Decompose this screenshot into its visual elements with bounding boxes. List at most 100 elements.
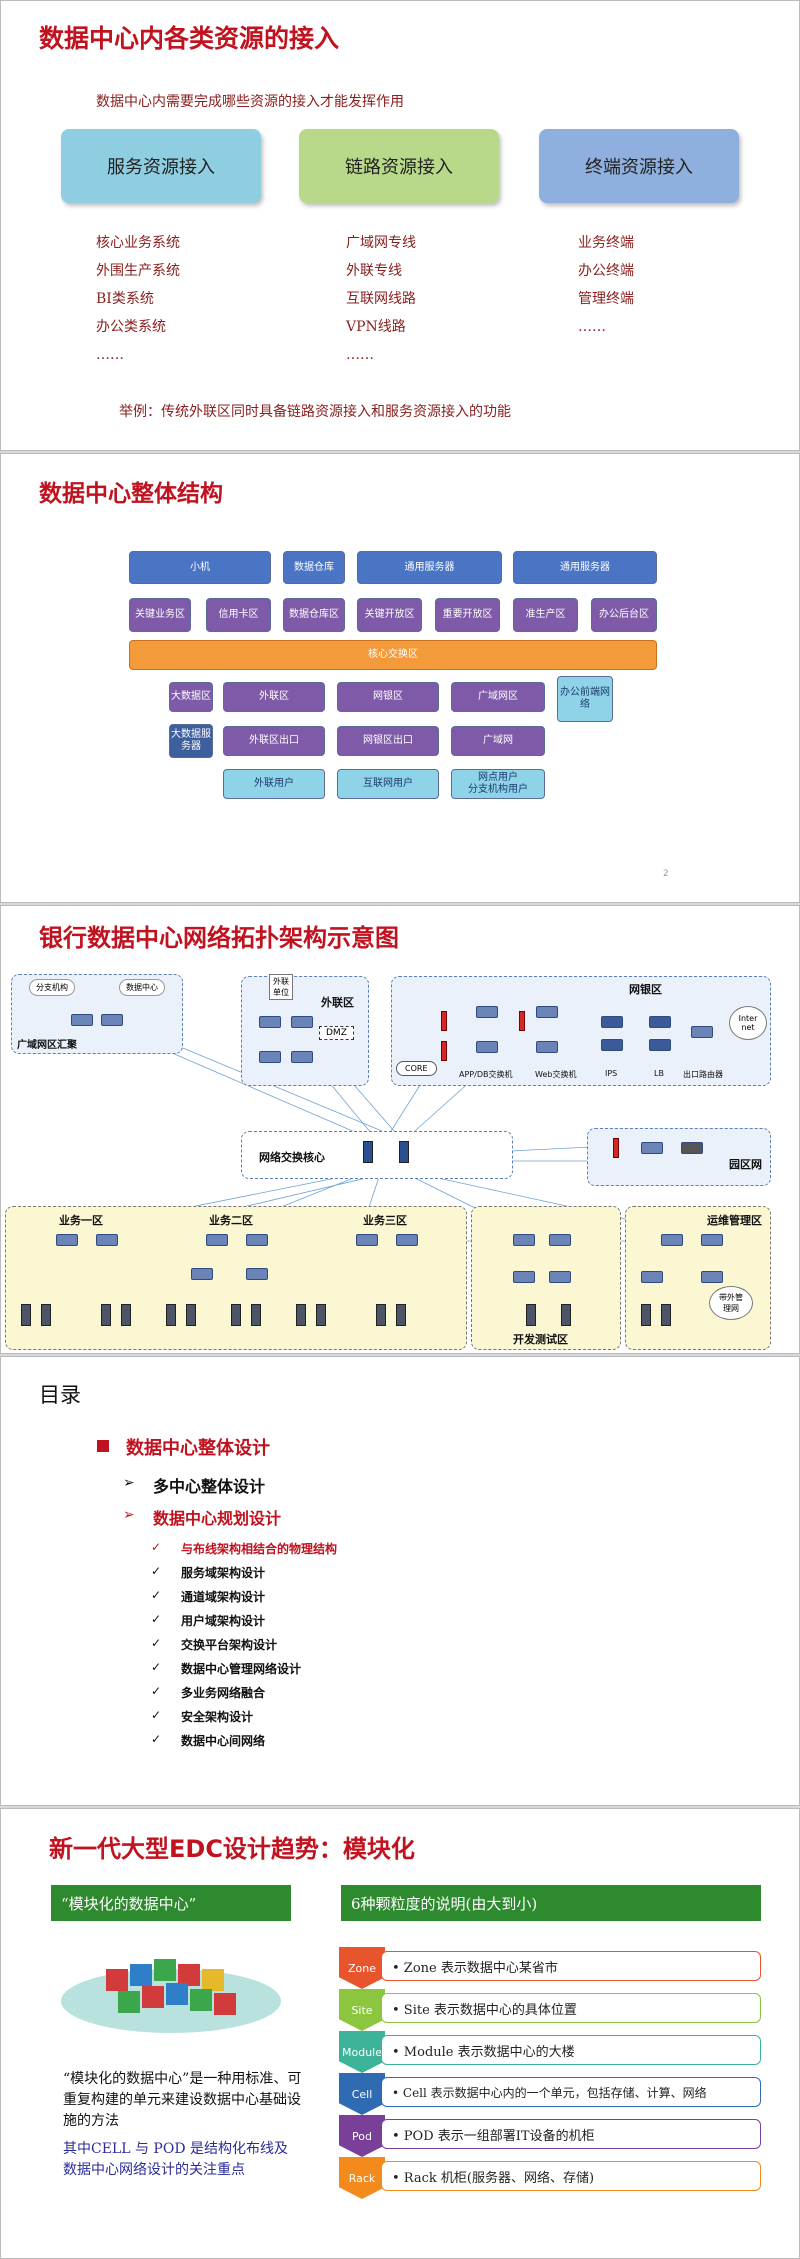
toc-level3-item: 安全架构设计	[181, 1710, 254, 1724]
example-note: 举例：传统外联区同时具备链路资源接入和服务资源接入的功能	[119, 404, 511, 420]
list-item: 外联专线	[346, 263, 402, 279]
switch-icon	[291, 1051, 313, 1063]
branch-users-label: 网点用户 分支机构用户	[468, 772, 528, 795]
server-rack-icon	[641, 1304, 651, 1326]
server-rack-icon	[526, 1304, 536, 1326]
check-icon: ✓	[151, 1732, 162, 1746]
firewall-icon	[441, 1011, 447, 1031]
oob-cloud: 带外管 理网	[709, 1286, 753, 1320]
pc-icon	[681, 1142, 703, 1154]
app-db-switch-label: APP/DB交换机	[459, 1070, 513, 1079]
external-zone: 外联区	[223, 682, 325, 712]
bigdata-zone: 大数据区	[169, 682, 213, 712]
lb-icon	[649, 1039, 671, 1051]
list-item: ……	[96, 347, 124, 363]
online-bank-exit: 网银区出口	[337, 726, 439, 756]
internet-label: Inter net	[738, 1014, 758, 1032]
switch-icon	[549, 1271, 571, 1283]
switch-icon	[549, 1234, 571, 1246]
wan-zone-label: 广域网区汇聚	[17, 1040, 77, 1051]
modular-description: “模块化的数据中心”是一种用标准、可重复构建的单元来建设数据中心基础设施的方法	[63, 2071, 302, 2129]
oob-label: 带外管 理网	[719, 1293, 743, 1313]
toc-level3-item: 与布线架构相结合的物理结构	[181, 1542, 338, 1556]
check-icon: ✓	[151, 1660, 162, 1674]
switch-icon	[476, 1006, 498, 1018]
server-rack-icon	[41, 1304, 51, 1326]
branch-cloud: 分支机构	[29, 979, 75, 996]
block-xiaoji: 小机	[129, 551, 271, 584]
campus-label: 园区网	[729, 1158, 762, 1171]
list-item: 办公终端	[578, 263, 634, 279]
zone-block: 办公后台区	[591, 598, 657, 632]
business-zone-1-label: 业务一区	[59, 1214, 103, 1227]
switch-icon	[661, 1234, 683, 1246]
core-switch-icon	[399, 1141, 409, 1163]
switch-icon	[259, 1051, 281, 1063]
zone-block: 关键业务区	[129, 598, 191, 632]
zone-block: 信用卡区	[206, 598, 271, 632]
external-zone-label: 外联区	[321, 996, 354, 1009]
core-switch-icon	[363, 1141, 373, 1163]
switch-icon	[476, 1041, 498, 1053]
slide-resource-access: 数据中心内各类资源的接入 数据中心内需要完成哪些资源的接入才能发挥作用 服务资源…	[0, 0, 800, 451]
server-rack-icon	[396, 1304, 406, 1326]
firewall-icon	[519, 1011, 525, 1031]
external-users: 外联用户	[223, 769, 325, 799]
slide-network-topology: 银行数据中心网络拓扑架构示意图 分支机构 数据中心 广域网区汇聚 外联 单位 外…	[0, 905, 800, 1354]
check-icon: ✓	[151, 1540, 162, 1554]
switch-icon	[191, 1268, 213, 1280]
core-switch-zone: 核心交换区	[129, 640, 657, 670]
level-pod: • POD 表示一组部署IT设备的机柜	[381, 2119, 761, 2149]
server-rack-icon	[296, 1304, 306, 1326]
list-item: VPN线路	[346, 319, 406, 335]
terminal-list: 业务终端 办公终端 管理终端 ……	[578, 229, 634, 341]
server-rack-icon	[316, 1304, 326, 1326]
toc-level3-item: 服务域架构设计	[181, 1566, 266, 1580]
modular-cube-illustration	[61, 1959, 281, 2033]
category-link: 链路资源接入	[299, 129, 499, 203]
level-tag-site: Site	[339, 1989, 385, 2031]
switch-icon	[536, 1006, 558, 1018]
list-item: 核心业务系统	[96, 235, 180, 251]
switch-icon	[56, 1234, 78, 1246]
switch-icon	[641, 1142, 663, 1154]
router-icon	[101, 1014, 123, 1026]
check-icon: ✓	[151, 1612, 162, 1626]
list-item: ……	[346, 347, 374, 363]
block-server-1: 通用服务器	[357, 551, 502, 584]
block-dwh: 数据仓库	[283, 551, 345, 584]
devtest-label: 开发测试区	[513, 1333, 568, 1346]
toc-level2-active: 数据中心规划设计	[153, 1509, 282, 1528]
list-item: BI类系统	[96, 291, 154, 307]
switch-icon	[513, 1234, 535, 1246]
zone-block: 关键开放区	[357, 598, 422, 632]
switch-icon	[701, 1234, 723, 1246]
square-bullet-icon	[97, 1440, 109, 1452]
level-site: • Site 表示数据中心的具体位置	[381, 1993, 761, 2023]
switch-icon	[246, 1234, 268, 1246]
server-rack-icon	[251, 1304, 261, 1326]
router-icon	[691, 1026, 713, 1038]
external-unit-label: 外联 单位	[273, 977, 289, 997]
slide-title: 新一代大型EDC设计趋势：模块化	[49, 1835, 415, 1863]
slide-title: 银行数据中心网络拓扑架构示意图	[39, 924, 399, 952]
lb-label: LB	[654, 1069, 664, 1078]
server-rack-icon	[121, 1304, 131, 1326]
level-tag-rack: Rack	[339, 2157, 385, 2199]
server-rack-icon	[661, 1304, 671, 1326]
list-item: 互联网线路	[346, 291, 416, 307]
business-zone-3-label: 业务三区	[363, 1214, 407, 1227]
slide-modular-edc: 新一代大型EDC设计趋势：模块化 “模块化的数据中心” 6种颗粒度的说明(由大到…	[0, 1808, 800, 2259]
toc-level3-item: 交换平台架构设计	[181, 1638, 278, 1652]
arrow-bullet-icon: ➢	[123, 1507, 135, 1523]
level-tag-zone: Zone	[339, 1947, 385, 1989]
core-oval: CORE	[396, 1061, 437, 1076]
slide-title: 数据中心整体结构	[39, 481, 223, 507]
web-switch-label: Web交换机	[535, 1070, 577, 1079]
toc-level3-item: 用户域架构设计	[181, 1614, 266, 1628]
ips-label: IPS	[605, 1069, 618, 1078]
block-server-2: 通用服务器	[513, 551, 657, 584]
page-number: 2	[663, 869, 669, 879]
lb-icon	[649, 1016, 671, 1028]
subtitle: 数据中心内需要完成哪些资源的接入才能发挥作用	[96, 94, 404, 110]
